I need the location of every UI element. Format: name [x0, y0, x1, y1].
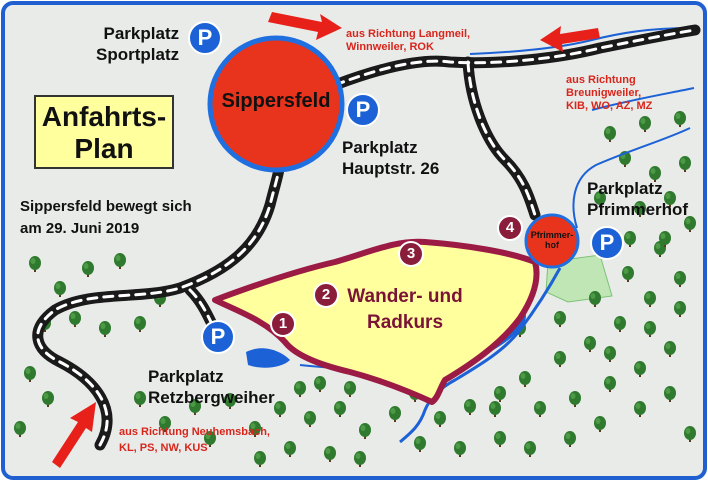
road-pfrimmerhof-dash — [466, 60, 537, 217]
parking-retzbergweiher-line1: Parkplatz — [148, 367, 224, 386]
parking-pfrimmerhof-label: Parkplatz Pfrimmerhof — [587, 178, 688, 220]
direction-breunigweiler-line2: Breunigweiler, — [566, 87, 642, 99]
stream-main — [399, 267, 562, 444]
title-line1: Anfahrts- — [41, 101, 167, 132]
direction-langmeil-label: aus Richtung Langmeil, Winnweiler, ROK — [346, 28, 470, 54]
stream-upper — [469, 27, 691, 55]
direction-neuhemsbach-line1: aus Richtung Neuhemsbach, — [119, 426, 270, 438]
direction-langmeil-line2: Winnweiler, ROK — [346, 41, 434, 53]
parking-icon: P — [590, 226, 624, 260]
pfrimmerhof-line2: hof — [545, 240, 559, 250]
town-pfrimmerhof-label: Pfrimmer- hof — [528, 230, 576, 250]
event-text: Sippersfeld bewegt sich am 29. Juni 2019 — [20, 197, 192, 238]
parking-icon: P — [188, 21, 222, 55]
title-box: Anfahrts- Plan — [34, 95, 174, 169]
course-label: Wander- und Radkurs — [330, 284, 480, 336]
stream-breunigweiler — [591, 87, 695, 111]
red-arrow-icon — [268, 12, 342, 40]
station-3-marker: 3 — [398, 241, 424, 267]
town-sippersfeld-circle — [207, 35, 345, 173]
road-west-dash — [36, 158, 282, 447]
road-east-dash — [333, 28, 697, 87]
event-line1: Sippersfeld bewegt sich — [20, 198, 192, 215]
direction-neuhemsbach-line2: KL, PS, NW, KUS — [119, 442, 208, 454]
station-2-marker: 2 — [313, 282, 339, 308]
town-sippersfeld-label: Sippersfeld — [221, 90, 331, 112]
parking-retzbergweiher-line2: Retzbergweiher — [148, 388, 275, 407]
direction-breunigweiler-line3: KIB, WO, AZ, MZ — [566, 100, 653, 112]
pfrimmerhof-line1: Pfrimmer- — [530, 230, 574, 240]
parking-hauptstr-label: Parkplatz Hauptstr. 26 — [342, 137, 439, 179]
red-arrow-icon — [540, 26, 600, 52]
direction-breunigweiler-line1: aus Richtung — [566, 74, 636, 86]
pond-retzberg — [246, 348, 290, 368]
course-line2: Radkurs — [366, 312, 444, 333]
parking-sportplatz-line1: Parkplatz — [103, 24, 180, 43]
parking-sportplatz-label: Parkplatz Sportplatz — [96, 23, 179, 65]
parking-icon: P — [201, 320, 235, 354]
direction-langmeil-line1: aus Richtung Langmeil, — [346, 28, 471, 40]
town-pfrimmerhof-circle — [524, 213, 580, 269]
red-arrow-icon — [52, 402, 96, 468]
event-line2: am 29. Juni 2019 — [20, 220, 140, 237]
parking-icon: P — [346, 93, 380, 127]
parking-pfrimmerhof-line1: Parkplatz — [587, 179, 663, 198]
station-1-marker: 1 — [270, 311, 296, 337]
title-line2: Plan — [74, 133, 134, 164]
course-line1: Wander- und — [347, 286, 463, 307]
parking-hauptstr-line1: Parkplatz — [342, 138, 418, 157]
parking-hauptstr-line2: Hauptstr. 26 — [342, 159, 440, 178]
parking-pfrimmerhof-line2: Pfrimmerhof — [587, 200, 689, 219]
direction-breunigweiler-label: aus Richtung Breunigweiler, KIB, WO, AZ,… — [566, 74, 652, 113]
direction-neuhemsbach-label: aus Richtung Neuhemsbach, KL, PS, NW, KU… — [119, 426, 270, 455]
stream-north — [572, 127, 691, 229]
course-area — [212, 238, 540, 405]
roads — [32, 24, 701, 451]
parking-sportplatz-line2: Sportplatz — [96, 45, 180, 64]
station-4-marker: 4 — [497, 215, 523, 241]
parking-retzbergweiher-label: Parkplatz Retzbergweiher — [148, 366, 275, 408]
